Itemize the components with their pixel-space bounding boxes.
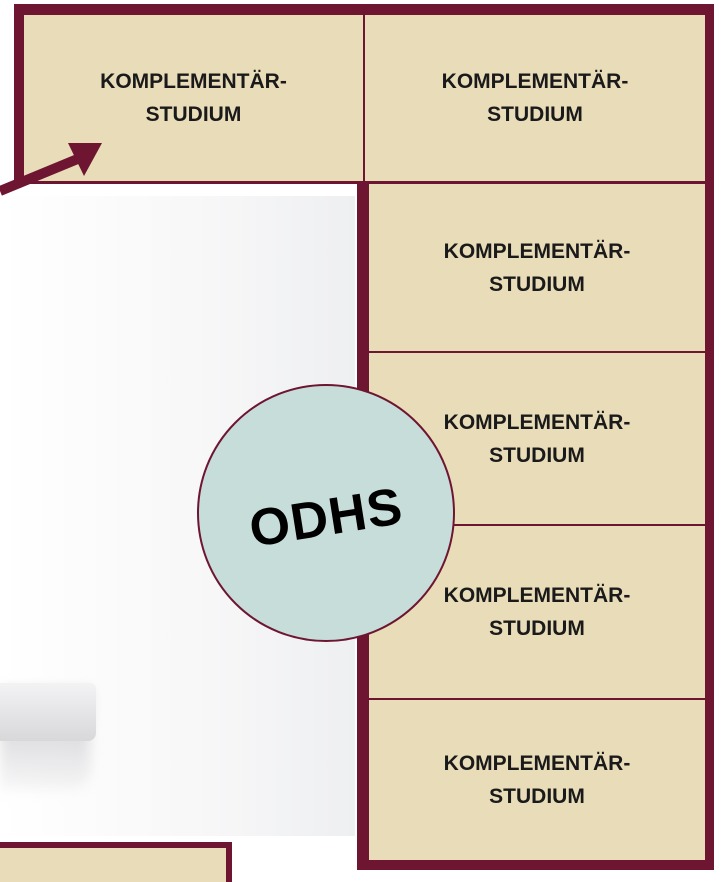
- module-cell-line1: KOMPLEMENTÄR-: [441, 70, 629, 93]
- module-cell-line1: KOMPLEMENTÄR-: [443, 239, 631, 263]
- module-cell-line2: STUDIUM: [489, 272, 585, 296]
- odhs-circle: ODHS: [197, 384, 455, 642]
- module-cell-line1: KOMPLEMENTÄR-: [443, 752, 631, 775]
- module-cell-right-2: KOMPLEMENTÄR- STUDIUM: [369, 184, 705, 351]
- odhs-label: ODHS: [245, 477, 407, 559]
- module-cell-line2: STUDIUM: [489, 785, 585, 808]
- module-cell-line2: STUDIUM: [145, 103, 242, 126]
- module-cell-top-right: KOMPLEMENTÄR- STUDIUM: [365, 15, 705, 181]
- grey-bar: [0, 683, 96, 741]
- module-cell-line2: STUDIUM: [487, 103, 583, 126]
- module-cell-line1: KOMPLEMENTÄR-: [443, 584, 631, 607]
- arrow-head-icon: [68, 143, 102, 176]
- module-cell-line1: KOMPLEMENTÄR-: [443, 410, 631, 434]
- arrow-shaft: [0, 153, 82, 196]
- bottom-module-box: [0, 842, 232, 882]
- module-cell-line2: STUDIUM: [489, 617, 585, 640]
- module-cell-right-5: KOMPLEMENTÄR- STUDIUM: [369, 700, 705, 860]
- module-cell-line2: STUDIUM: [489, 443, 585, 467]
- module-cell-line1: KOMPLEMENTÄR-: [100, 70, 287, 93]
